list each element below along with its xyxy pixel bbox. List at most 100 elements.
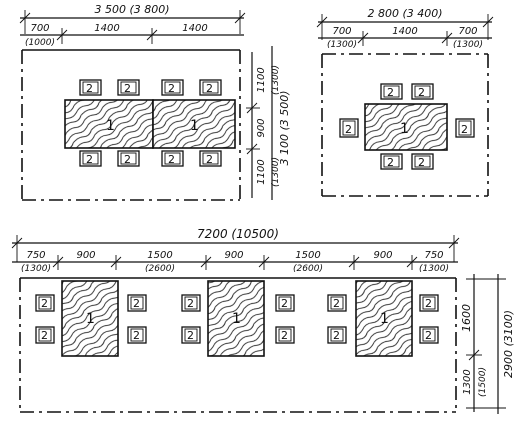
svg-text:2: 2 <box>418 156 425 169</box>
plan-c-width-1-alt: (1300) <box>21 264 51 274</box>
svg-text:2: 2 <box>206 82 213 95</box>
plan-a-chairs: 2 2 2 2 2 2 2 2 <box>79 79 222 167</box>
chair: 2 <box>455 118 475 138</box>
plan-c-width-3: 1500 <box>147 250 172 261</box>
plan-c-width-2: 900 <box>76 250 95 261</box>
plan-b-table: 1 <box>364 103 448 151</box>
plan-c-width-5: 1500 <box>295 250 320 261</box>
plan-c-width-1: 750 <box>26 250 45 261</box>
plan-a-room-outline <box>21 49 241 201</box>
chair: 2 <box>411 153 434 170</box>
plan-c-room-outline <box>19 277 457 413</box>
plan-c-width-7: 750 <box>424 250 443 261</box>
chair: 2 <box>79 79 102 96</box>
plan-c-width-7-alt: (1300) <box>419 264 449 274</box>
plan-a-overall-height: 3 100 (3 500) <box>278 90 291 165</box>
plan-c-overall-width: 7200 (10500) <box>197 227 279 241</box>
svg-text:2: 2 <box>168 153 175 166</box>
plan-c-height-2-alt: (1500) <box>478 367 488 397</box>
svg-text:2: 2 <box>418 86 425 99</box>
svg-text:2: 2 <box>425 329 432 342</box>
plan-a-width-3: 1400 <box>182 23 207 34</box>
plan-c-dimensions: 7200 (10500) 750 (1300) 900 1500 (2600) … <box>11 227 515 414</box>
plan-a-height-3-alt: (1300) <box>271 157 281 187</box>
plan-a-overall-width: 3 500 (3 800) <box>94 3 169 16</box>
svg-text:2: 2 <box>281 329 288 342</box>
chair: 2 <box>117 79 140 96</box>
chair: 2 <box>127 326 147 344</box>
chair: 2 <box>339 118 359 138</box>
svg-text:2: 2 <box>206 153 213 166</box>
chair: 2 <box>161 79 184 96</box>
svg-text:2: 2 <box>86 82 93 95</box>
svg-text:2: 2 <box>461 123 468 136</box>
chair: 2 <box>275 326 295 344</box>
chair: 2 <box>419 326 439 344</box>
plan-c-chairs: 2 2 2 2 2 2 2 2 2 2 2 2 <box>35 294 439 344</box>
plan-b: 2 800 (3 400) 700 (1300) 1400 700 (1300)… <box>316 7 494 197</box>
plan-b-width-1-alt: (1300) <box>327 40 357 50</box>
plan-b-width-3-alt: (1300) <box>453 40 483 50</box>
svg-text:2: 2 <box>168 82 175 95</box>
chair: 2 <box>117 150 140 167</box>
plan-a-width-1: 700 <box>30 23 49 34</box>
plan-a-width-1-alt: (1000) <box>25 38 55 48</box>
plan-a-table-right: 1 <box>152 99 236 149</box>
plan-c-height-2: 1300 <box>462 369 473 394</box>
chair: 2 <box>380 153 403 170</box>
chair: 2 <box>35 326 55 344</box>
svg-text:2: 2 <box>86 153 93 166</box>
plan-b-width-3: 700 <box>458 26 477 37</box>
chair: 2 <box>181 326 201 344</box>
chair: 2 <box>35 294 55 312</box>
plan-b-table-mark: 1 <box>400 121 409 137</box>
chair: 2 <box>181 294 201 312</box>
chair: 2 <box>127 294 147 312</box>
chair: 2 <box>419 294 439 312</box>
plan-c-height-1: 1600 <box>460 304 473 332</box>
svg-text:2: 2 <box>387 156 394 169</box>
chair: 2 <box>199 79 222 96</box>
plan-c-width-4: 900 <box>224 250 243 261</box>
plan-c-table-2-mark: 1 <box>232 311 241 327</box>
svg-text:2: 2 <box>425 297 432 310</box>
svg-text:2: 2 <box>187 297 194 310</box>
svg-text:2: 2 <box>387 86 394 99</box>
svg-text:2: 2 <box>124 82 131 95</box>
chair: 2 <box>327 294 347 312</box>
plan-c-width-6: 900 <box>373 250 392 261</box>
chair: 2 <box>327 326 347 344</box>
plan-c-overall-height: 2900 (3100) <box>502 310 515 378</box>
chair: 2 <box>275 294 295 312</box>
plan-a-table-right-mark: 1 <box>190 118 199 134</box>
plan-a-dimensions: 3 500 (3 800) 700 (1000) 1400 1400 1100 … <box>19 3 291 200</box>
plan-a-height-1-alt: (1300) <box>271 65 281 95</box>
plan-b-width-2: 1400 <box>392 26 417 37</box>
plan-b-room-outline <box>321 53 489 197</box>
svg-text:2: 2 <box>124 153 131 166</box>
plan-b-dimensions: 2 800 (3 400) 700 (1300) 1400 700 (1300) <box>316 7 494 50</box>
plan-a-width-2: 1400 <box>94 23 119 34</box>
plan-b-width-1: 700 <box>332 26 351 37</box>
chair: 2 <box>161 150 184 167</box>
plan-c-table-3-mark: 1 <box>380 311 389 327</box>
plan-a-height-3: 1100 <box>256 159 267 184</box>
svg-text:2: 2 <box>333 329 340 342</box>
svg-text:2: 2 <box>281 297 288 310</box>
plan-c-width-3-alt: (2600) <box>145 264 175 274</box>
plan-c-table-1: 1 <box>61 280 119 357</box>
plan-c: 7200 (10500) 750 (1300) 900 1500 (2600) … <box>11 227 515 414</box>
chair: 2 <box>79 150 102 167</box>
plan-a-height-2: 900 <box>256 118 267 137</box>
svg-text:2: 2 <box>345 123 352 136</box>
plan-a-table-left-mark: 1 <box>106 118 115 134</box>
plan-c-width-5-alt: (2600) <box>293 264 323 274</box>
plan-a: 3 500 (3 800) 700 (1000) 1400 1400 1100 … <box>19 3 291 201</box>
plan-a-height-1: 1100 <box>256 67 267 92</box>
chair: 2 <box>411 83 434 100</box>
svg-text:2: 2 <box>187 329 194 342</box>
svg-text:2: 2 <box>41 329 48 342</box>
plan-c-table-3: 1 <box>355 280 413 357</box>
chair: 2 <box>380 83 403 100</box>
